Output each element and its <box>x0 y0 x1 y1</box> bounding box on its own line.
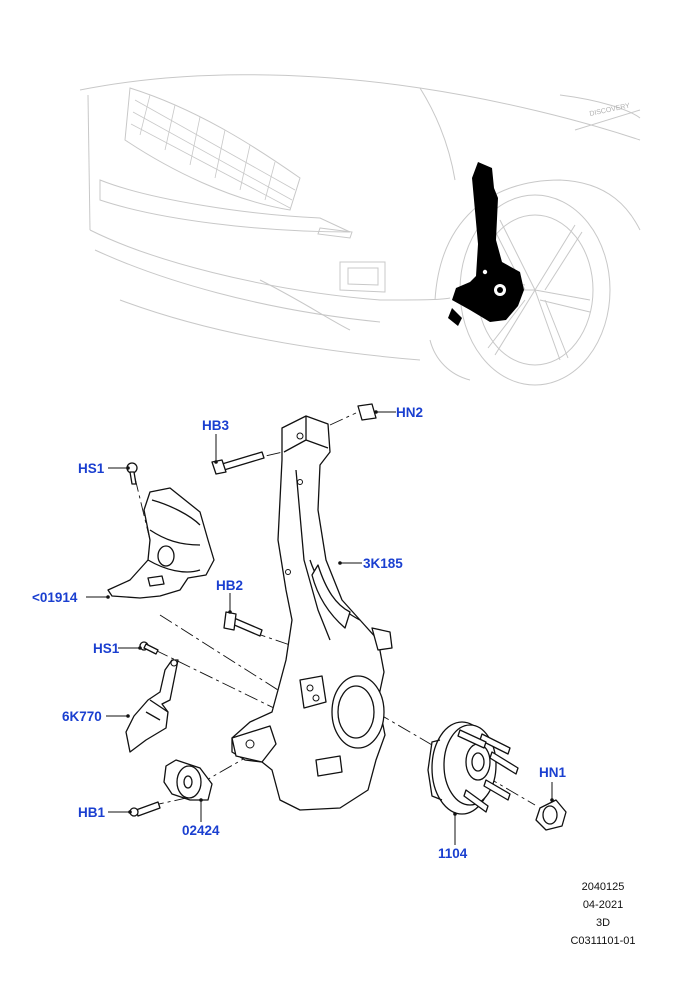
grille-mesh <box>130 94 296 209</box>
label-HB2: HB2 <box>216 578 243 593</box>
screw-HS1-top <box>126 462 138 485</box>
meta-date: 04-2021 <box>583 899 623 911</box>
label-HN1: HN1 <box>539 765 566 780</box>
meta-view: 3D <box>596 917 610 929</box>
heat-shield-01914 <box>107 487 215 599</box>
screw-HS1-bottom <box>139 641 159 655</box>
bush-02424 <box>163 759 213 801</box>
bolt-HB2 <box>223 611 263 637</box>
bolt-HB1 <box>129 801 161 817</box>
steering-knuckle-3K185 <box>231 415 393 811</box>
label-HS1-top: HS1 <box>78 461 105 476</box>
label-HN2: HN2 <box>396 405 423 420</box>
wheel-hub-1104 <box>427 721 519 815</box>
label-01914: <01914 <box>32 590 78 605</box>
label-6K770: 6K770 <box>62 709 102 724</box>
fasteners <box>126 403 567 831</box>
label-1104: 1104 <box>438 846 468 861</box>
bracket-6K770 <box>125 659 179 753</box>
nut-HN1 <box>535 799 567 831</box>
nut-HN2 <box>357 403 377 421</box>
label-HB3: HB3 <box>202 418 229 433</box>
bolt-HB3 <box>211 451 265 475</box>
label-02424: 02424 <box>182 823 220 838</box>
wheel-studs <box>457 729 519 813</box>
callout-labels: HB3 HN2 HS1 3K185 <01914 HB2 HS1 6K770 H… <box>32 405 566 861</box>
label-HS1-bottom: HS1 <box>93 641 120 656</box>
label-HB1: HB1 <box>78 805 105 820</box>
label-3K185: 3K185 <box>363 556 403 571</box>
leader-lines <box>86 410 554 845</box>
vehicle-overview-illustration: DISCOVERY <box>79 74 641 386</box>
meta-code: 2040125 <box>582 881 625 893</box>
illustration-metadata: 2040125 04-2021 3D C0311101-01 <box>570 881 635 947</box>
meta-ref: C0311101-01 <box>570 935 635 947</box>
highlighted-knuckle-silhouette <box>452 162 524 322</box>
